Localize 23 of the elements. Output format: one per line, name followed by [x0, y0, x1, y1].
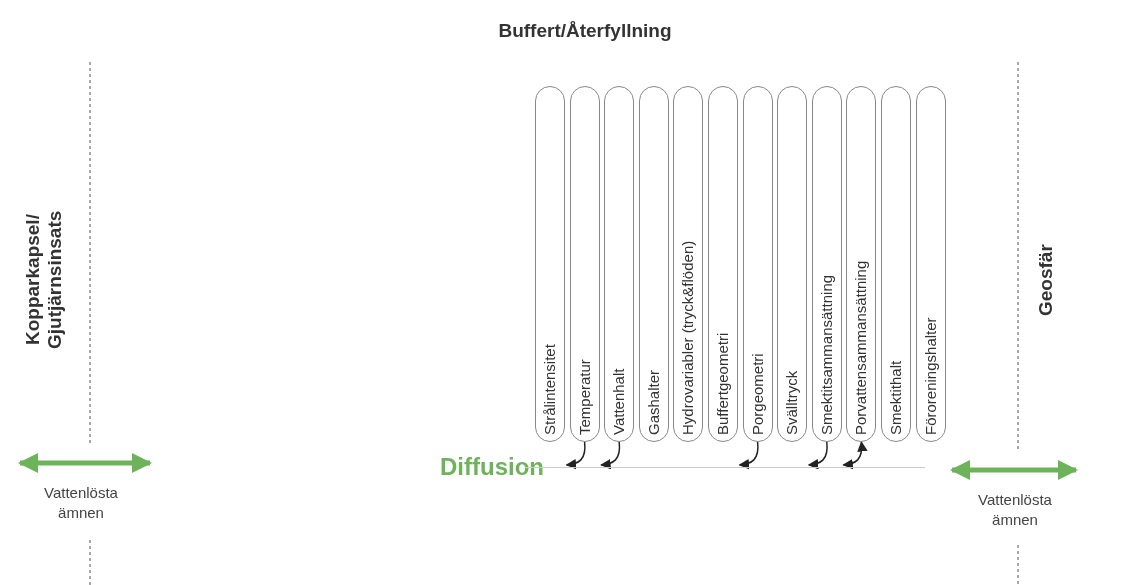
arrow [738, 441, 759, 470]
side-label: Geosfär [1035, 243, 1057, 318]
arrow [565, 441, 586, 470]
process-label: Diffusion [440, 452, 544, 482]
arrow [807, 441, 828, 470]
parameter-box: Porgeometri [742, 86, 773, 442]
parameter-box: Porvattensammansättning [846, 86, 877, 442]
parameter-box: Buffertgeometri [708, 86, 738, 442]
parameter-box: Vattenhalt [604, 86, 635, 442]
parameter-box: Smektitsammansättning [811, 86, 842, 442]
section-heading: Buffert/Återfyllning [497, 20, 673, 42]
arrow [600, 441, 621, 470]
side-label: Kopparkapsel/ Gjutjärnsinsats [22, 209, 66, 352]
parameter-box: Temperatur [569, 86, 600, 442]
parameter-box: Smektithalt [881, 86, 911, 442]
parameter-box: Gashalter [638, 86, 669, 442]
parameter-box: Svälltryck [777, 86, 808, 442]
arrow [842, 440, 868, 470]
flow-label: Vattenlösta ämnen [977, 490, 1053, 530]
flow-label: Vattenlösta ämnen [43, 483, 119, 523]
parameter-box: Hydrovariabler (tryck&flöden) [673, 86, 704, 442]
parameter-box: Strålintensitet [535, 86, 565, 442]
parameter-box: Föroreningshalter [915, 86, 946, 442]
